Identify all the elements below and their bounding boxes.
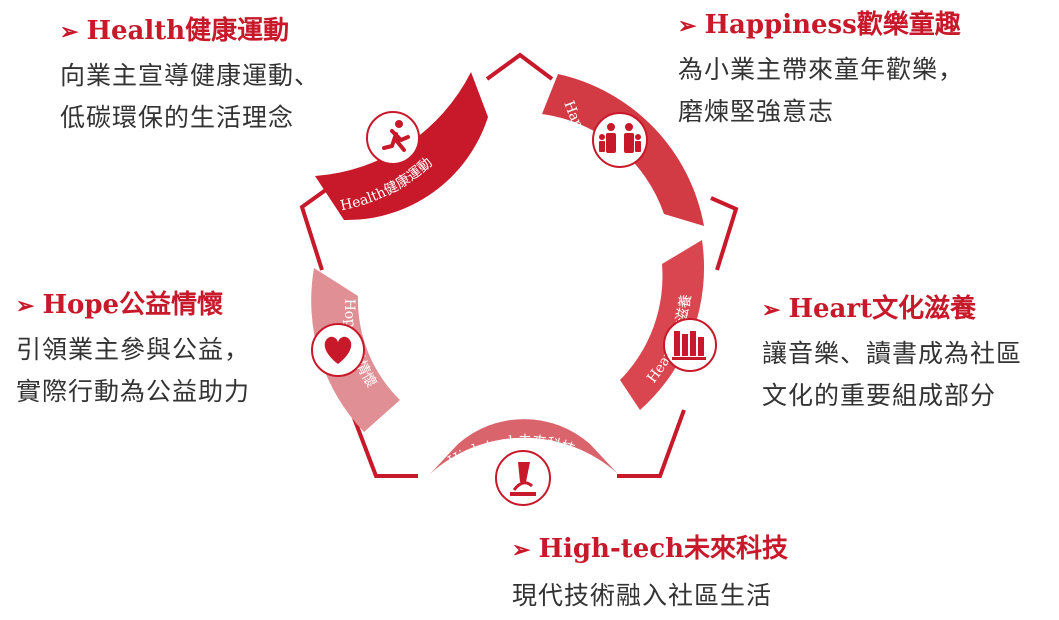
health-line-1: 向業主宣導健康運動、: [60, 61, 321, 90]
block-hope: ➢Hope公益情懷 引領業主參與公益， 實際行動為公益助力: [16, 288, 250, 413]
health-line-2: 低碳環保的生活理念: [60, 103, 295, 132]
books-icon: [663, 318, 717, 372]
hope-description: 引領業主參與公益， 實際行動為公益助力: [16, 329, 250, 413]
block-happiness: ➢Happiness歡樂童趣 為小業主帶來童年歡樂， 磨煉堅強意志: [678, 8, 964, 133]
outline-top: [485, 52, 554, 81]
hope-line-2: 實際行動為公益助力: [16, 377, 251, 406]
happiness-description: 為小業主帶來童年歡樂， 磨煉堅強意志: [678, 49, 964, 133]
pentagon-outline: [299, 52, 739, 478]
family-icon: [592, 112, 648, 168]
outline-bottom-left: [352, 417, 418, 478]
heart-icon: [311, 323, 365, 377]
happiness-line-2: 磨煉堅強意志: [678, 97, 835, 126]
hightech-description: 現代技術融入社區生活: [512, 575, 788, 617]
heart-title: ➢Heart文化滋養: [762, 294, 977, 324]
band-hightech-arc: [430, 419, 618, 474]
runner-icon: [366, 111, 420, 165]
block-hightech: ➢High-tech未來科技 現代技術融入社區生活: [512, 532, 788, 617]
hope-title: ➢Hope公益情懷: [16, 290, 224, 320]
block-heart: ➢Heart文化滋養 讓音樂、讀書成為社區 文化的重要組成部分: [762, 292, 1022, 417]
block-health: ➢Health健康運動 向業主宣導健康運動、 低碳環保的生活理念: [60, 14, 320, 139]
outline-bottom-right: [617, 409, 686, 478]
outline-right: [710, 196, 739, 271]
health-title: ➢Health健康運動: [60, 16, 290, 46]
arrow-bullet-icon: ➢: [678, 13, 697, 39]
band-health-arc: [315, 72, 488, 221]
happiness-line-1: 為小業主帶來童年歡樂，: [678, 55, 965, 84]
arrow-bullet-icon: ➢: [16, 293, 35, 319]
heart-line-1: 讓音樂、讀書成為社區: [762, 339, 1023, 368]
hightech-title: ➢High-tech未來科技: [512, 534, 789, 564]
hope-line-1: 引領業主參與公益，: [16, 335, 251, 364]
outline-left: [299, 182, 336, 271]
arrow-bullet-icon: ➢: [60, 19, 79, 45]
hightech-line-1: 現代技術融入社區生活: [512, 581, 773, 610]
arrow-bullet-icon: ➢: [762, 297, 781, 323]
microscope-icon: [495, 450, 551, 506]
heart-description: 讓音樂、讀書成為社區 文化的重要組成部分: [762, 333, 1022, 417]
band-heart-arc: [620, 240, 705, 410]
arrow-bullet-icon: ➢: [512, 537, 531, 563]
health-description: 向業主宣導健康運動、 低碳環保的生活理念: [60, 55, 320, 139]
heart-line-2: 文化的重要組成部分: [762, 381, 997, 410]
happiness-title: ➢Happiness歡樂童趣: [678, 10, 961, 40]
